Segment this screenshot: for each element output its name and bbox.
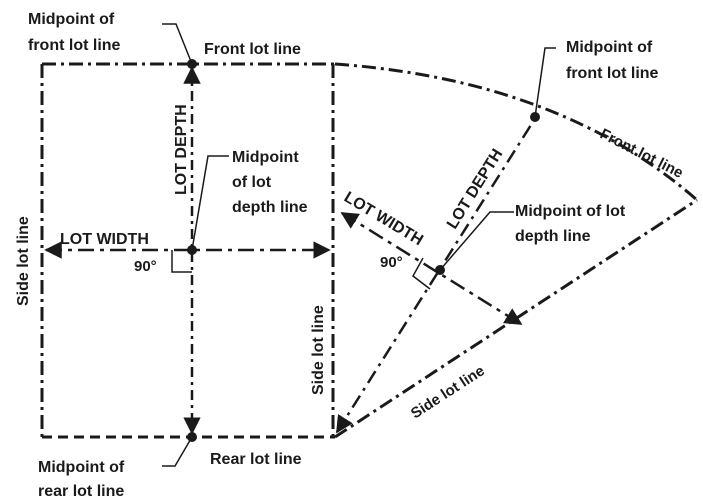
leader-front-midpoint-wedge xyxy=(534,47,556,118)
label-wedge-front-lot-line: Front lot line xyxy=(597,125,686,181)
depth-midpoint-dot xyxy=(187,245,197,255)
rear-midpoint-dot xyxy=(187,432,197,442)
label-wedge-side-lot-line: Side lot line xyxy=(408,362,488,422)
label-lot-depth: LOT DEPTH xyxy=(173,104,190,195)
label-wedge-lot-depth: LOT DEPTH xyxy=(444,146,506,232)
label-rear-lot-line: Rear lot line xyxy=(210,451,302,468)
right-angle-marker xyxy=(171,250,192,273)
lot-depth-line-diagonal xyxy=(335,116,538,434)
label-wedge-midpoint-depth-1: Midpoint of lot xyxy=(515,203,626,220)
label-side-lot-line-left: Side lot line xyxy=(15,216,32,306)
label-angle-left: 90° xyxy=(134,258,157,275)
label-midpoint-front-1: Midpoint of xyxy=(28,11,115,28)
right-angle-marker-wedge xyxy=(412,257,431,290)
lot-width-line-diagonal xyxy=(340,211,523,326)
wedge-lot xyxy=(334,47,698,439)
label-midpoint-front-2: front lot line xyxy=(28,37,121,54)
rectangular-lot-points xyxy=(187,59,197,442)
label-midpoint-depth-2: of lot xyxy=(232,174,272,191)
rectangular-lot-labels: Midpoint of front lot line Front lot lin… xyxy=(15,11,327,500)
label-midpoint-depth-3: depth line xyxy=(232,199,308,216)
depth-midpoint-dot-wedge xyxy=(435,265,445,275)
leader-depth-midpoint-wedge xyxy=(439,211,514,271)
leader-rear-midpoint xyxy=(162,436,193,467)
label-front-lot-line: Front lot line xyxy=(204,41,301,58)
leader-front-midpoint xyxy=(162,23,193,65)
label-lot-width: LOT WIDTH xyxy=(60,231,149,248)
label-midpoint-rear-1: Midpoint of xyxy=(38,459,125,476)
label-midpoint-rear-2: rear lot line xyxy=(38,483,124,500)
label-side-lot-line-right: Side lot line xyxy=(310,305,327,395)
label-wedge-angle: 90° xyxy=(380,254,403,271)
wedge-lot-points xyxy=(435,112,540,275)
leader-depth-midpoint xyxy=(191,155,229,251)
label-wedge-midpoint-front-1: Midpoint of xyxy=(566,39,653,56)
label-midpoint-depth-1: Midpoint xyxy=(232,149,299,166)
label-wedge-midpoint-depth-2: depth line xyxy=(515,228,591,245)
front-midpoint-dot xyxy=(187,59,197,69)
label-wedge-midpoint-front-2: front lot line xyxy=(566,65,659,82)
front-lot-line-curved xyxy=(334,62,698,202)
front-midpoint-dot-wedge xyxy=(530,112,540,122)
